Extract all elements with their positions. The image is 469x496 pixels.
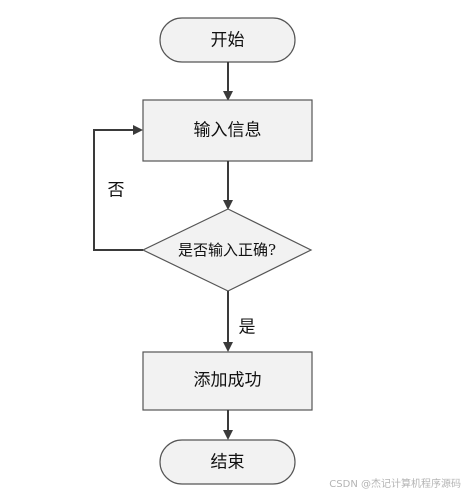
arrow-decision-no-loop (93, 125, 143, 251)
decision-node-label: 是否输入正确? (178, 241, 276, 259)
start-node-label: 开始 (211, 31, 245, 51)
end-node: 结束 (159, 439, 296, 485)
input-node: 输入信息 (142, 99, 313, 162)
edge-label-yes: 是 (239, 318, 256, 338)
watermark: CSDN @杰记计算机程序源码 (329, 479, 461, 490)
edge-label-no: 否 (108, 181, 125, 201)
end-node-label: 结束 (211, 453, 245, 473)
decision-node: 是否输入正确? (141, 208, 313, 292)
success-node-label: 添加成功 (194, 371, 262, 391)
start-node: 开始 (159, 17, 296, 63)
success-node: 添加成功 (142, 351, 313, 411)
input-node-label: 输入信息 (194, 121, 262, 141)
